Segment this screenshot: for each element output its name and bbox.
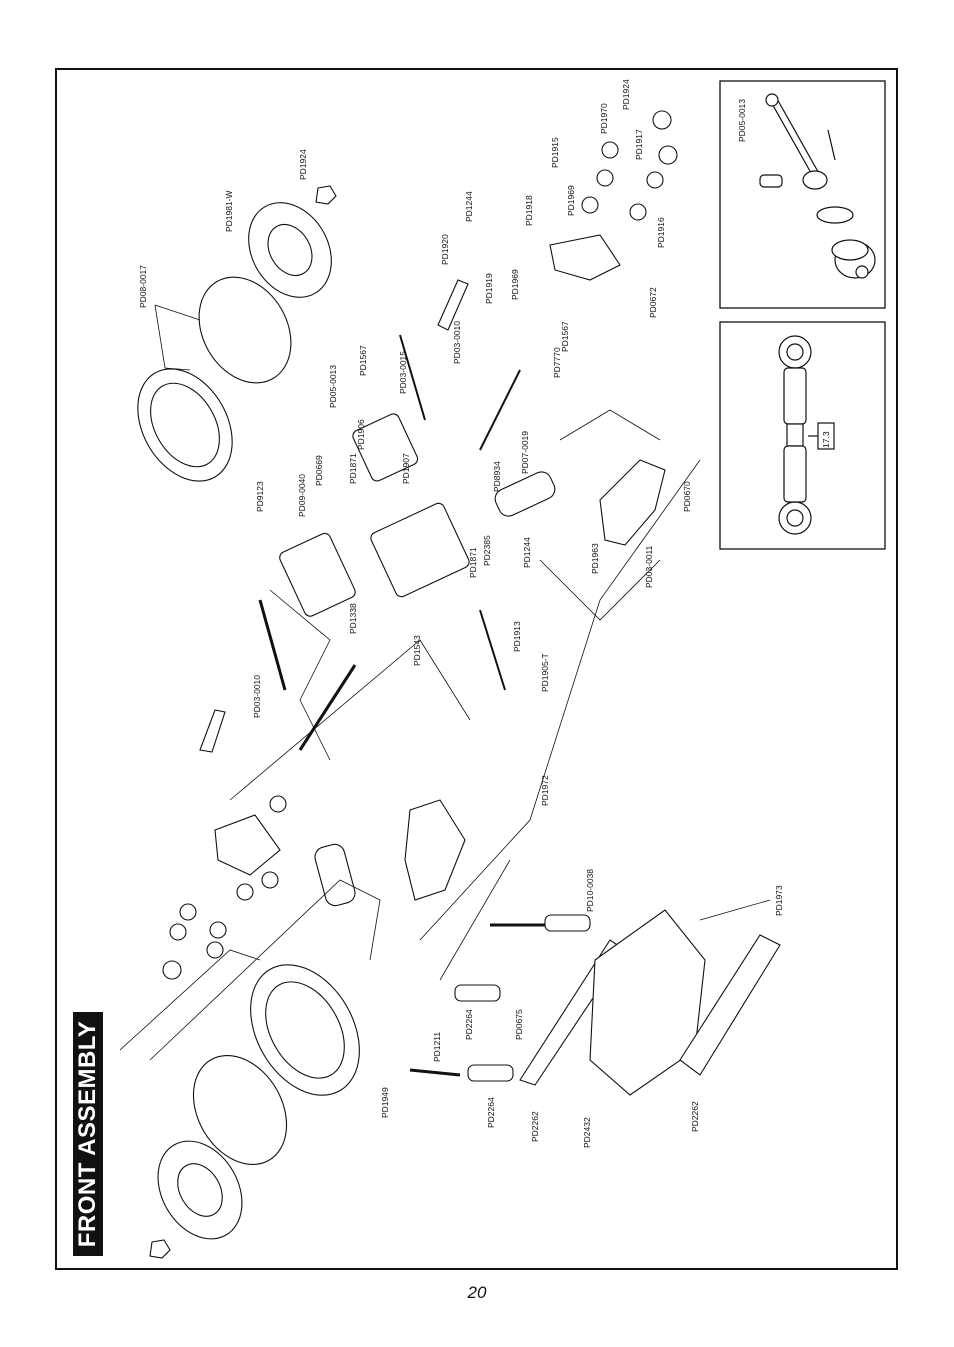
bulkhead [370,502,470,598]
caster-block-lower [279,532,356,617]
part-label: PD1916 [656,217,666,248]
inset-turnbuckle [719,321,886,550]
part-label: PD07-0019 [520,431,530,474]
part-label: PD05-0013 [328,365,338,408]
dimension-label: 17.3 [821,431,831,448]
part-label: PD1981-W [224,190,234,232]
part-label: PD7770 [552,347,562,378]
part-label: PD1969 [566,185,576,216]
foam-insert-upper [198,276,292,384]
part-label: PD03-0011 [644,545,654,588]
part-label: PD1907 [401,453,411,484]
inset-cv-joint [719,80,886,309]
part-label: PD1973 [774,885,784,916]
part-label: PD03-0010 [252,675,262,718]
part-label: PD1338 [348,603,358,634]
part-label: PD1919 [484,273,494,304]
page-number: 20 [467,1283,487,1302]
bumper-body [589,909,706,1096]
part-label: PD1244 [522,537,532,568]
part-label: PD2264 [486,1097,496,1128]
part-label: PD1949 [380,1087,390,1118]
part-label: PD0675 [514,1009,524,1040]
part-label: PD2264 [464,1009,474,1040]
bumper-plate-rear [679,934,781,1076]
part-label: PD9123 [255,481,265,512]
part-label: PD1906 [356,419,366,450]
part-label: PD2432 [582,1117,592,1148]
cv-joint-drawing [759,93,876,279]
lower-arm-lower [404,799,466,901]
part-label: PD1970 [599,103,609,134]
part-label: PD2262 [530,1111,540,1142]
foam-insert-lower [192,1055,288,1165]
shock-upper [494,471,556,517]
part-label: PD1871 [348,453,358,484]
turnbuckle-drawing [778,335,835,535]
title-bar: FRONT ASSEMBLY [73,1012,103,1256]
part-label: PD1567 [560,321,570,352]
part-label: PD0672 [648,287,658,318]
part-label: PD10-0038 [585,869,595,912]
part-label: PD08-0017 [138,265,148,308]
part-label: PD1963 [590,543,600,574]
leader-lines [119,304,771,1061]
part-label: PD0670 [682,481,692,512]
inset-part-label: PD05-0013 [737,99,747,142]
page-frame [55,68,898,1270]
part-label: PD1918 [524,195,534,226]
shock-lower [314,843,356,907]
nut-upper [315,185,337,205]
part-label: PD1924 [298,149,308,180]
caster-block-upper [352,413,419,482]
part-label: PD1917 [634,129,644,160]
part-label: PD1920 [440,234,450,265]
part-label: PD03-0015 [398,351,408,394]
part-labels: PD1924 PD1981-W PD08-0017 PD9123 PD0669 … [138,79,784,1148]
part-label: PD1567 [358,345,368,376]
part-label: PD1972 [540,775,550,806]
nut-lower [149,1239,171,1259]
part-label: PD2385 [482,535,492,566]
part-label: PD8934 [492,461,502,492]
lower-arm-upper [599,459,666,546]
part-label: PD1543 [412,635,422,666]
part-label: PD1244 [464,191,474,222]
part-label: PD1905-T [540,653,550,692]
knuckle-upper [549,234,621,281]
part-label: PD1913 [512,621,522,652]
part-label: PD03-0010 [452,321,462,364]
part-label: PD0669 [314,455,324,486]
part-label: PD1211 [432,1032,442,1062]
part-label: PD2262 [690,1101,700,1132]
part-label: PD09-0040 [297,474,307,517]
part-label: PD1871 [468,547,478,578]
main-parts [137,110,781,1259]
part-label: PD1969 [510,269,520,300]
knuckle-lower [214,814,281,876]
part-label: PD1915 [550,137,560,168]
part-label: PD1924 [621,79,631,110]
